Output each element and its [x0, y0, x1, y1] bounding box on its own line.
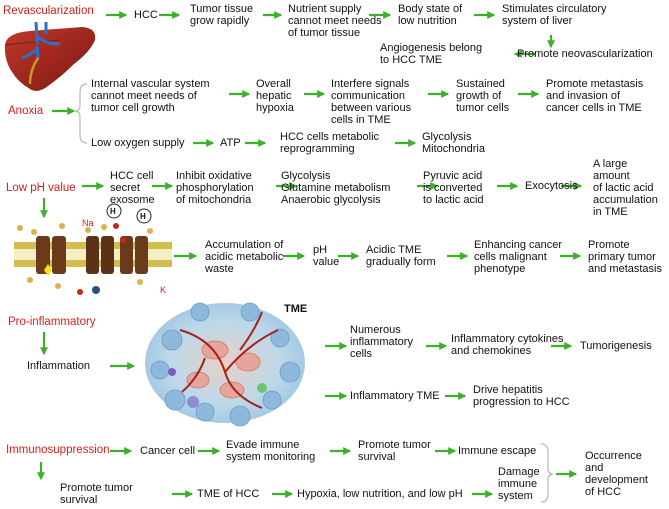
node-low-oxygen: Low oxygen supply — [91, 137, 185, 149]
ion-label-h-2: H — [140, 212, 146, 221]
brackets — [74, 83, 554, 503]
node-promote-neovascularization: Promote neovascularization — [517, 48, 653, 60]
pro-inflammatory-label: Pro-inflammatory — [8, 316, 96, 328]
tme-cell-cluster-illustration — [145, 302, 305, 427]
ion-label-na: Na — [82, 218, 94, 228]
node-atp: ATP — [220, 137, 241, 149]
anoxia-label: Anoxia — [8, 105, 44, 117]
flow-arrows — [37, 11, 583, 498]
immunosuppression-label: Immunosuppression — [6, 444, 110, 456]
ion-label-k: K — [160, 285, 167, 295]
node-inflammatory-tme: Inflammatory TME — [350, 390, 440, 402]
node-immune-escape: Immune escape — [458, 445, 537, 457]
node-tme-of-hcc: TME of HCC — [197, 488, 260, 500]
node-inflammation: Inflammation — [27, 360, 90, 372]
node-tumorigenesis: Tumorigenesis — [580, 340, 652, 352]
node-hcc: HCC — [134, 9, 158, 21]
ion-channel-illustration — [14, 203, 172, 295]
node-cancer-cell: Cancer cell — [140, 445, 196, 457]
ion-label-h-1: H — [110, 207, 116, 216]
liver-illustration — [4, 21, 96, 91]
node-hypoxia-low-nutrition: Hypoxia, low nutrition, and low pH — [297, 488, 463, 500]
revascularization-label: Revascularization — [3, 5, 94, 17]
low-ph-label: Low pH value — [6, 182, 76, 194]
tme-label: TME — [284, 303, 308, 315]
node-exocytosis: Exocytosis — [525, 180, 578, 192]
